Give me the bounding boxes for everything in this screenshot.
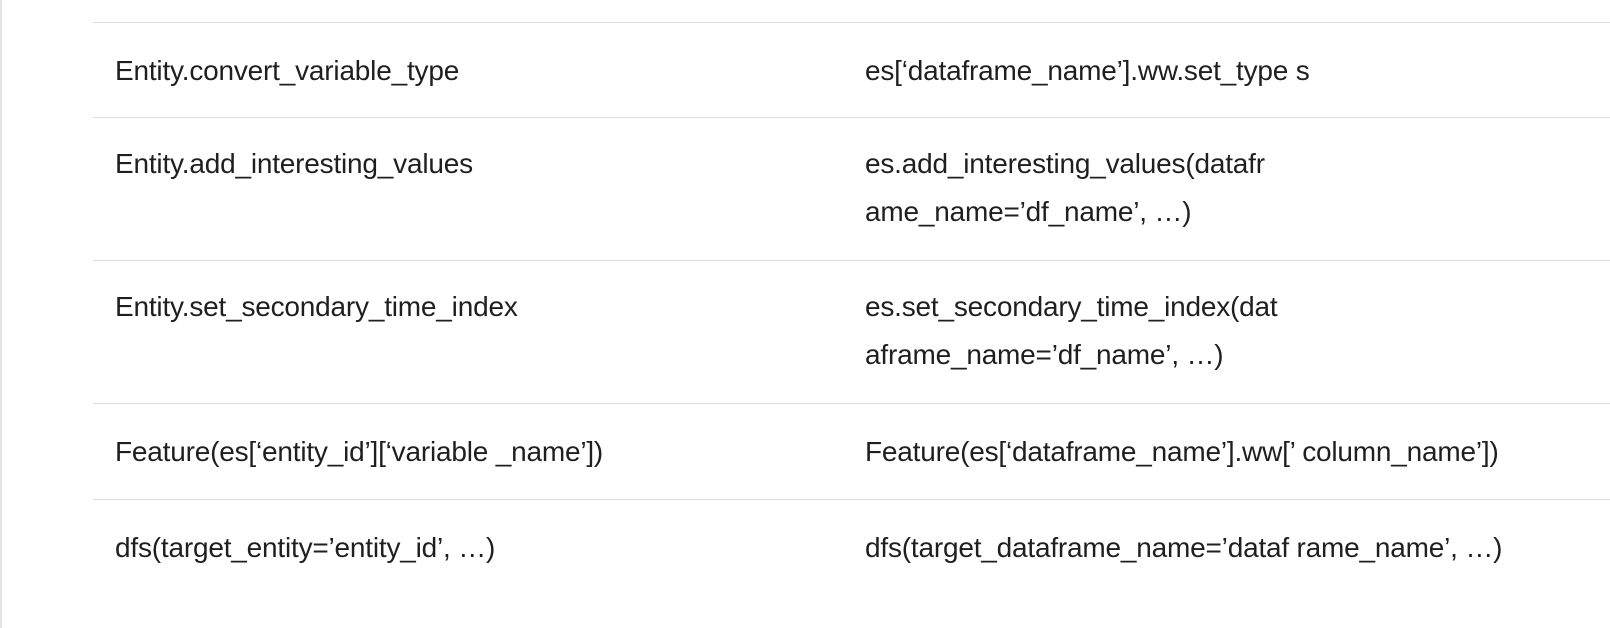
page-left-border — [0, 0, 2, 628]
old-api-cell: dfs(target_entity=’entity_id’, …) — [115, 532, 496, 563]
old-api-cell: Entity.convert_variable_type — [115, 55, 460, 86]
old-api-cell: Feature(es[‘entity_id’][‘variable _name’… — [115, 436, 604, 467]
table-row: dfs(target_entity=’entity_id’, …) dfs(ta… — [93, 500, 1610, 628]
table-row: Feature(es[‘entity_id’][‘variable _name’… — [93, 404, 1610, 500]
new-api-line: es.set_secondary_time_index(dat — [865, 291, 1278, 322]
new-api-cell: Feature(es[‘dataframe_name’].ww[’ column… — [865, 428, 1565, 476]
new-api-cell: es[‘dataframe_name’].ww.set_type s — [865, 47, 1565, 95]
new-api-line: aframe_name=’df_name’, …) — [865, 339, 1224, 370]
new-api-line: es[‘dataframe_name’].ww.set_type s — [865, 55, 1310, 86]
new-api-line: ame_name=’df_name’, …) — [865, 196, 1192, 227]
old-api-cell: Entity.add_interesting_values — [115, 148, 473, 179]
old-api-cell: Entity.set_secondary_time_index — [115, 291, 518, 322]
new-api-line: dfs(target_dataframe_name=’dataf rame_na… — [865, 532, 1503, 563]
table-row: Entity.add_interesting_values es.add_int… — [93, 118, 1610, 261]
new-api-line: Feature(es[‘dataframe_name’].ww[’ column… — [865, 436, 1499, 467]
table-row: Entity.convert_variable_type es[‘datafra… — [93, 23, 1610, 118]
new-api-cell: es.add_interesting_values(datafr ame_nam… — [865, 140, 1565, 236]
new-api-cell: dfs(target_dataframe_name=’dataf rame_na… — [865, 524, 1565, 572]
table-row: Entity.set_secondary_time_index es.set_s… — [93, 261, 1610, 404]
new-api-cell: es.set_secondary_time_index(dat aframe_n… — [865, 283, 1565, 379]
table-top-divider — [93, 22, 1610, 23]
new-api-line: es.add_interesting_values(datafr — [865, 148, 1265, 179]
